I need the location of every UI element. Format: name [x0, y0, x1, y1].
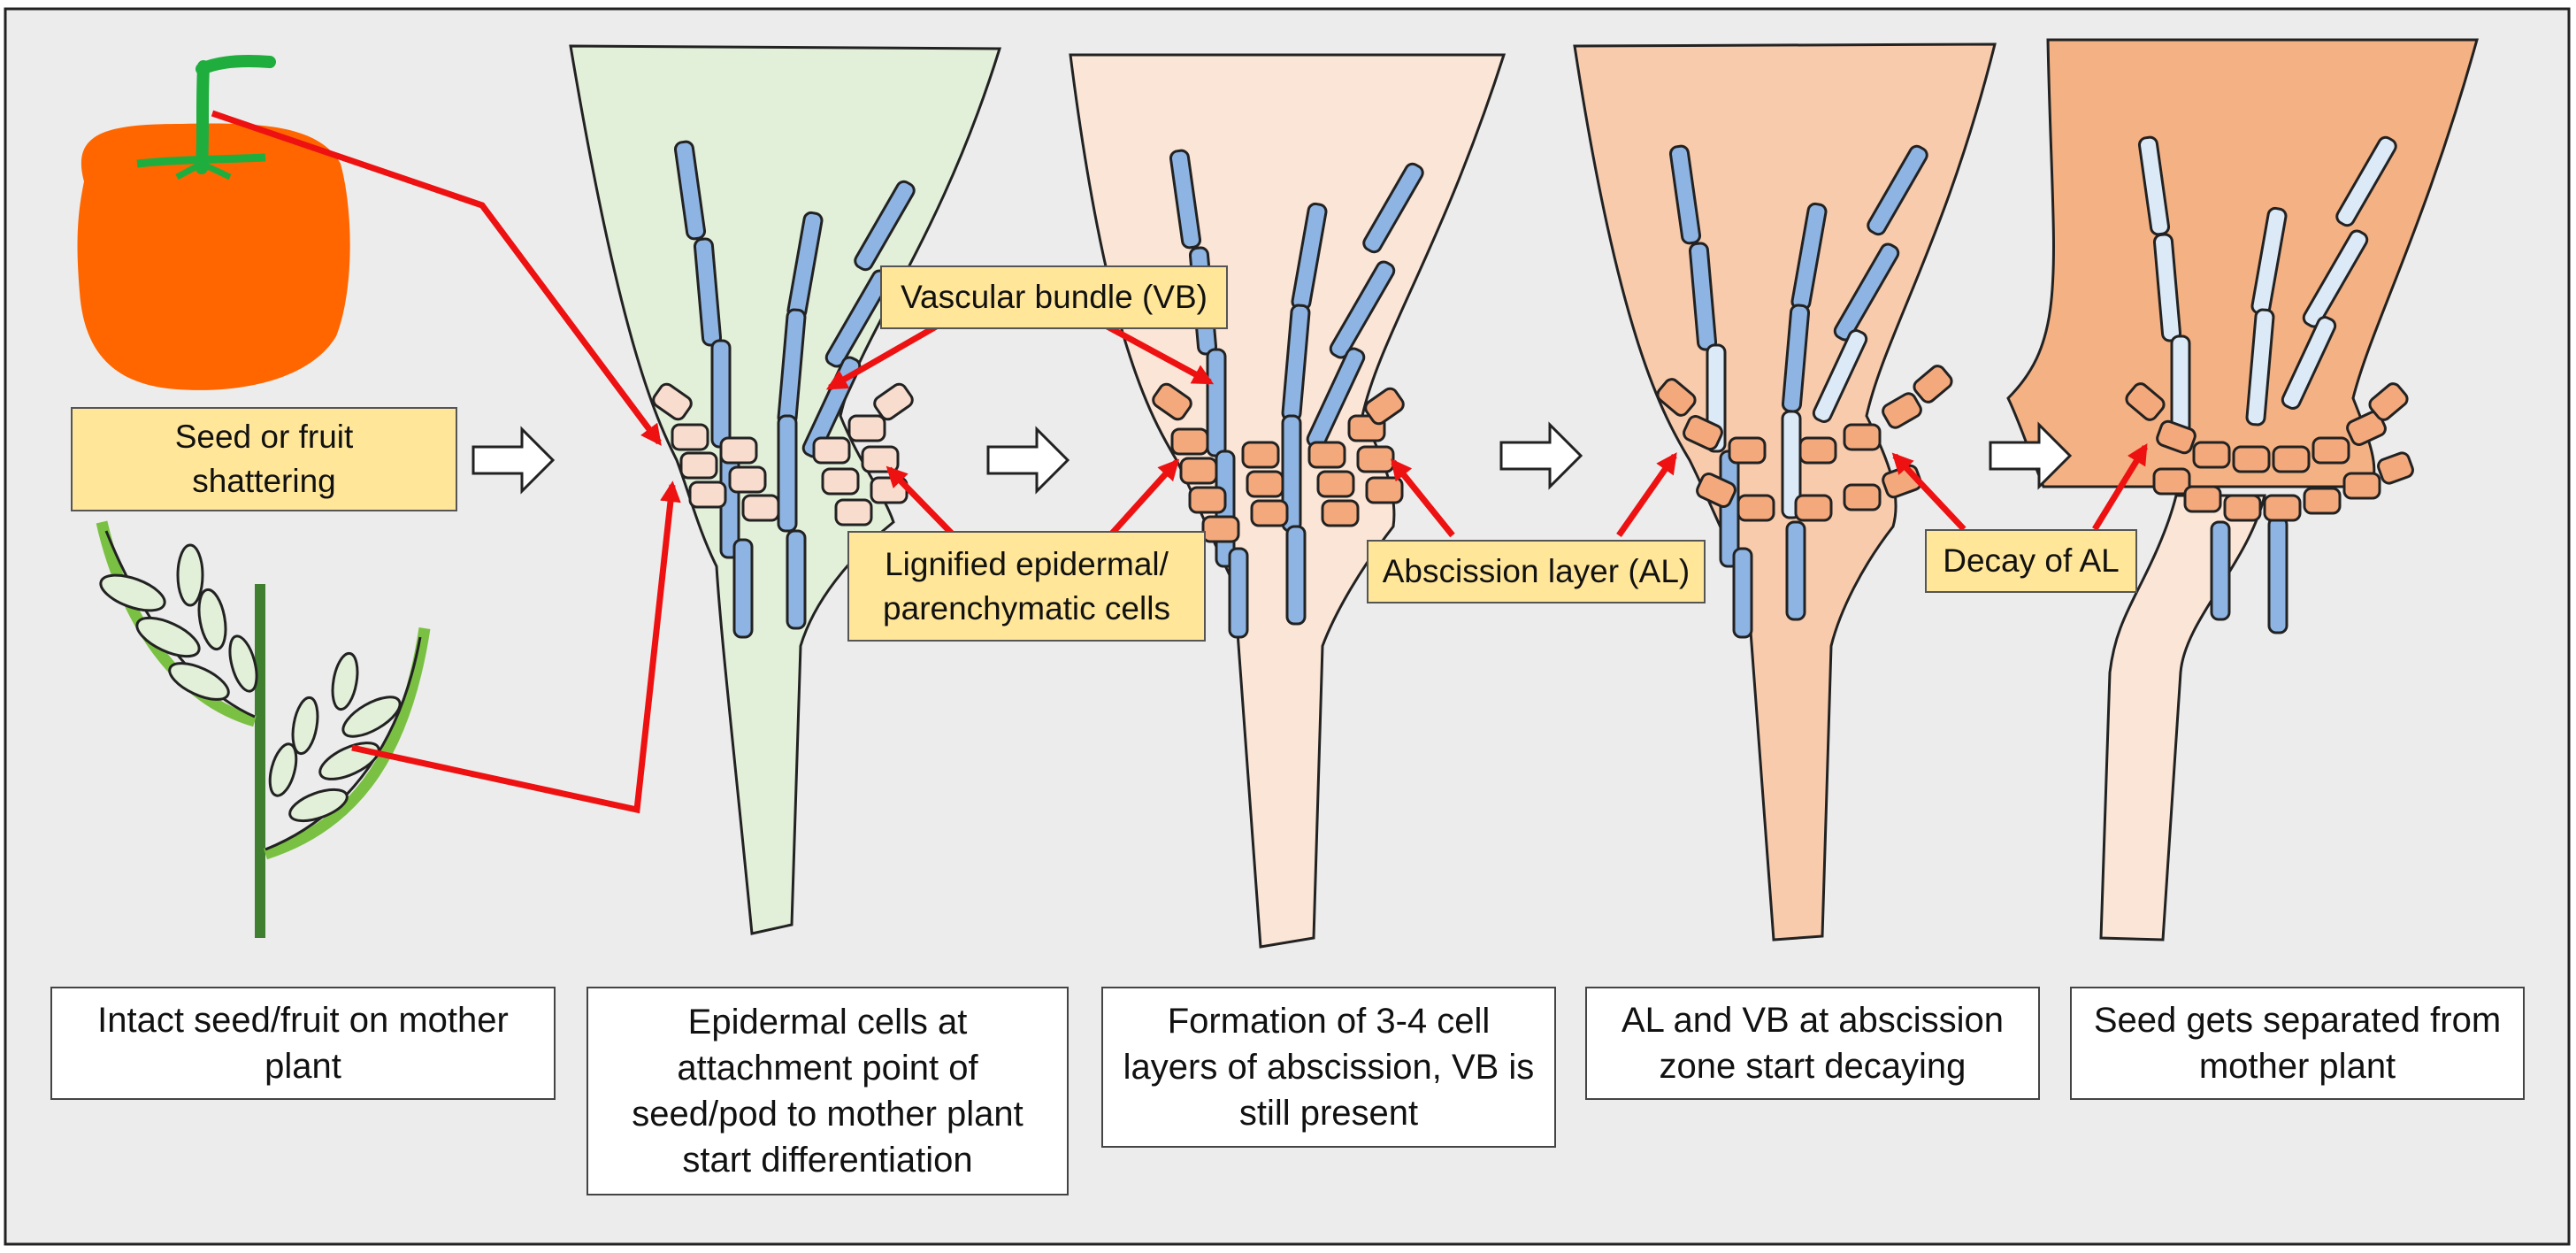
- caption-stage-decaying: AL and VB at abscission zone start decay…: [1585, 987, 2040, 1100]
- vascular-bundles-stage-4: [2137, 135, 2397, 634]
- abscission-cells-stage-2: [1152, 382, 1405, 543]
- pointer-arrow-icon: [1391, 458, 1455, 538]
- pointer-arrow-icon: [1108, 458, 1180, 538]
- process-arrow-icon: [472, 426, 556, 495]
- grain-spike-icon: [96, 520, 431, 938]
- vascular-bundles-stage-1: [673, 140, 916, 639]
- abscission-cells-stage-4: [2125, 382, 2414, 522]
- caption-stage-abscission-formation: Formation of 3-4 cell layers of abscissi…: [1101, 987, 1556, 1148]
- pointer-arrow-icon: [825, 322, 939, 391]
- label-vascular-bundle: Vascular bundle (VB): [880, 265, 1228, 329]
- pointer-arrow-icon: [886, 465, 956, 538]
- label-seed-or-fruit-shattering: Seed or fruit shattering: [71, 407, 457, 511]
- process-arrow-icon: [1989, 421, 2073, 490]
- pointer-arrow-icon: [2092, 442, 2148, 531]
- pointer-arrow-icon: [1104, 322, 1215, 386]
- stage-4-attachment: [2006, 38, 2479, 942]
- label-abscission-layer: Abscission layer (AL): [1367, 540, 1706, 603]
- process-arrow-icon: [986, 426, 1070, 495]
- pointer-arrow-icon: [1616, 452, 1677, 538]
- pointer-arrow-icon: [1891, 452, 1966, 532]
- caption-stage-separated: Seed gets separated from mother plant: [2070, 987, 2525, 1100]
- vascular-bundles-stage-3: [1668, 144, 1928, 639]
- label-decay-of-al: Decay of AL: [1925, 529, 2137, 593]
- tomato-icon: [77, 54, 350, 390]
- process-arrow-icon: [1499, 421, 1583, 490]
- caption-stage-intact: Intact seed/fruit on mother plant: [50, 987, 556, 1100]
- caption-stage-differentiation: Epidermal cells at attachment point of s…: [586, 987, 1069, 1195]
- label-lignified-cells: Lignified epidermal/ parenchymatic cells: [847, 531, 1206, 642]
